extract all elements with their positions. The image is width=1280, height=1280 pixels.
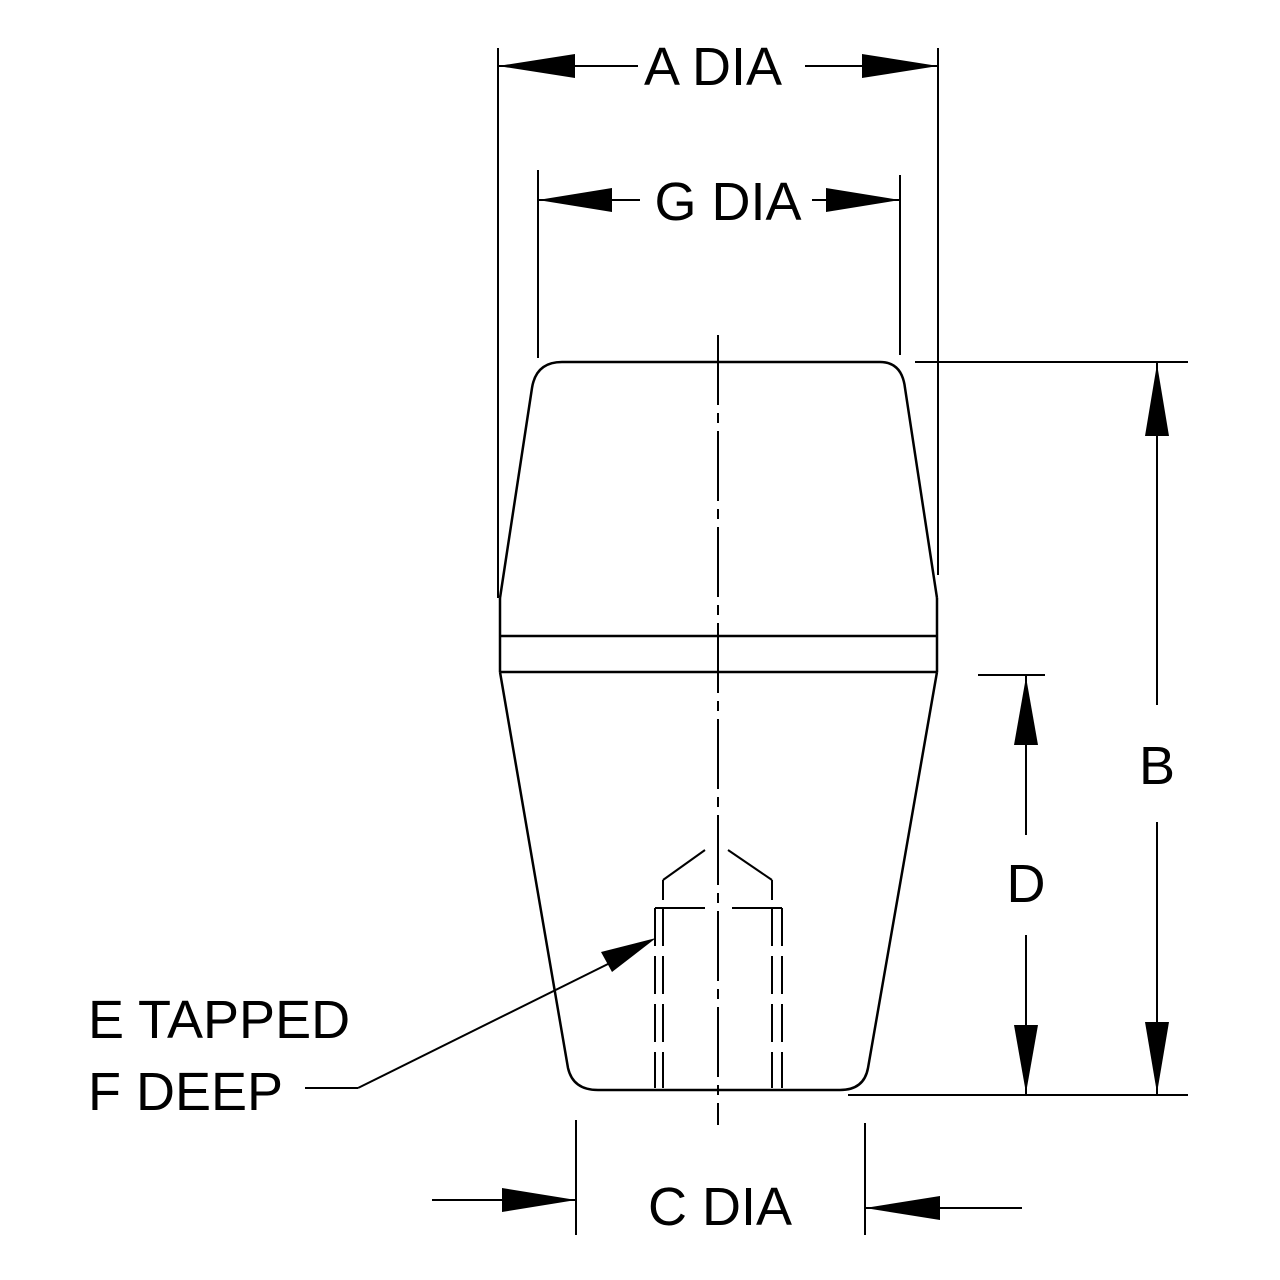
- tapped-label-line2: F DEEP: [88, 1062, 283, 1122]
- d-label: D: [1007, 854, 1046, 914]
- b-dimension: [848, 361, 1188, 1096]
- tapped-leader: [305, 938, 656, 1089]
- g-dia-label: G DIA: [654, 172, 801, 232]
- a-dia-label: A DIA: [644, 37, 782, 97]
- tapped-label-line1: E TAPPED: [88, 990, 350, 1050]
- c-dia-dimension: [432, 1120, 1022, 1235]
- g-dia-dimension: [537, 170, 901, 358]
- flange-band: [498, 598, 939, 674]
- b-label: B: [1139, 736, 1175, 796]
- upper-body-outline: [498, 360, 939, 599]
- d-dimension: [978, 674, 1045, 1095]
- c-dia-label: C DIA: [648, 1177, 792, 1237]
- tapped-hole-hidden-lines: [654, 849, 783, 1088]
- a-dia-dimension: [497, 48, 939, 598]
